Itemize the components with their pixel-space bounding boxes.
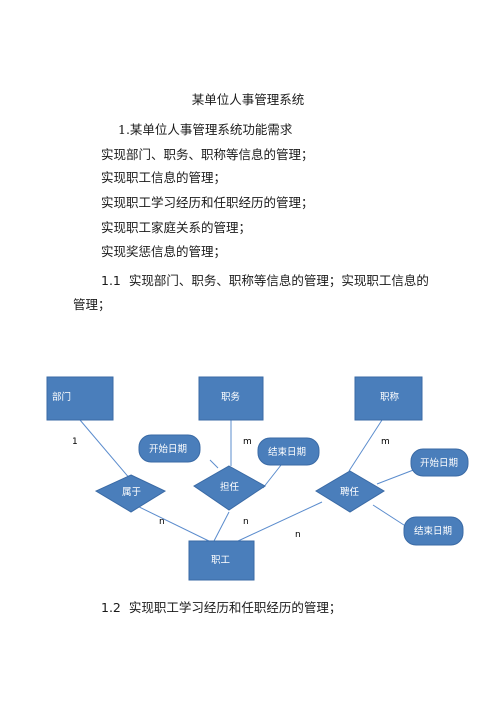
connector-title-hire [348, 419, 383, 472]
connector-dept-belong [79, 419, 132, 481]
subsection-1-2-number: 1.2 [101, 600, 121, 615]
entity-title-label: 职称 [380, 391, 400, 403]
relationship-belong-label: 属于 [122, 487, 141, 498]
entity-staff [188, 540, 255, 581]
attribute-hire-end-label: 结束日期 [414, 525, 452, 537]
connector-belong-staff [130, 502, 214, 544]
subsection-1-1-line1: 1.1 实现部门、职务、职称等信息的管理；实现职工信息的 [101, 273, 429, 289]
entity-dept [46, 376, 114, 421]
relationship-hire-label: 聘任 [340, 486, 360, 498]
entity-title [354, 376, 423, 421]
section-heading: 1.某单位人事管理系统功能需求 [118, 122, 293, 137]
attribute-serve-start-label: 开始日期 [149, 443, 187, 455]
connector-hire-start [376, 468, 417, 485]
cardinality-serve-staff: n [243, 517, 249, 527]
attribute-hire-end [403, 516, 464, 546]
subsection-1-1-text: 实现部门、职务、职称等信息的管理；实现职工信息的 [128, 273, 429, 288]
cardinality-dept: 1 [72, 437, 78, 447]
connector-hire-staff [237, 501, 323, 542]
relationship-serve-label: 担任 [220, 481, 240, 493]
connector-serve-start [209, 459, 219, 469]
attribute-hire-start [410, 448, 469, 477]
requirement-item-3: 实现职工学习经历和任职经历的管理； [101, 195, 314, 210]
subsection-1-2-line: 1.2 实现职工学习经历和任职经历的管理； [101, 600, 341, 616]
entity-staff-label: 职工 [211, 555, 231, 566]
entity-dept-label: 部门 [52, 391, 71, 403]
requirement-item-4: 实现职工家庭关系的管理； [101, 220, 252, 235]
cardinality-title: m [381, 437, 390, 447]
connector-hire-end [372, 504, 408, 528]
attribute-serve-start [138, 434, 201, 463]
relationship-serve [193, 465, 266, 511]
entity-post [198, 376, 264, 421]
cardinality-belong-staff: n [159, 517, 165, 527]
attribute-serve-end-label: 结束日期 [268, 446, 306, 458]
subsection-1-1-line2: 管理； [73, 297, 111, 312]
subsection-1-2-text: 实现职工学习经历和任职经历的管理； [128, 600, 342, 615]
requirement-item-2: 实现职工信息的管理； [101, 170, 227, 185]
requirement-item-5: 实现奖惩信息的管理； [101, 244, 227, 259]
attribute-serve-end [257, 437, 320, 466]
relationship-belong [94, 474, 167, 513]
attribute-hire-start-label: 开始日期 [420, 457, 458, 469]
cardinality-post: m [243, 437, 252, 447]
cardinality-hire-staff: n [295, 530, 301, 540]
subsection-1-1-number: 1.1 [101, 273, 121, 288]
connector-serve-staff [213, 511, 230, 542]
requirement-item-1: 实现部门、职务、职称等信息的管理； [101, 147, 314, 162]
page-title: 某单位人事管理系统 [191, 92, 305, 107]
relationship-hire [315, 470, 385, 513]
entity-post-label: 职务 [221, 391, 241, 403]
